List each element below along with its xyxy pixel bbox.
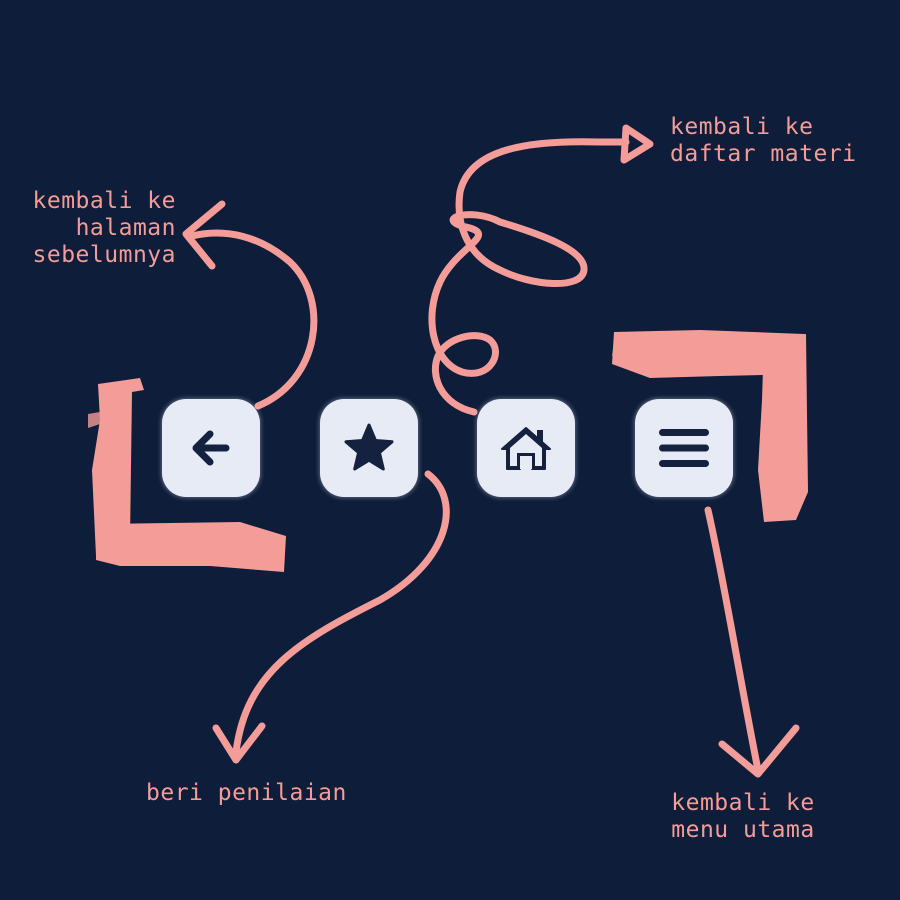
annotation-line: halaman	[75, 215, 176, 241]
rate-button[interactable]	[320, 399, 418, 497]
back-button-annotation: kembali ke halaman sebelumnya	[6, 188, 176, 269]
arrow-left-icon	[192, 430, 230, 466]
menu-button-annotation: kembali ke menu utama	[648, 790, 838, 844]
rate-button-annotation: beri penilaian	[146, 780, 347, 807]
brush-stroke-right-texture	[612, 340, 632, 356]
brush-stroke-left-texture	[88, 412, 100, 428]
annotation-line: beri penilaian	[146, 780, 347, 806]
arrow-back-to-note	[188, 229, 318, 410]
annotation-line: kembali ke	[32, 188, 176, 214]
home-icon	[501, 427, 551, 470]
arrow-home-to-note	[428, 138, 630, 416]
brush-stroke-left-vertical	[92, 378, 144, 556]
annotation-line: menu utama	[671, 817, 815, 843]
arrow-home-head	[620, 124, 654, 164]
arrow-menu-head	[718, 724, 800, 778]
star-icon	[344, 423, 394, 471]
arrow-back-head	[182, 200, 226, 270]
annotation-line: sebelumnya	[32, 242, 176, 268]
arrow-star-to-note	[232, 470, 450, 756]
home-button[interactable]	[477, 399, 575, 497]
home-button-annotation: kembali ke daftar materi	[670, 114, 857, 168]
annotation-line: daftar materi	[670, 141, 857, 167]
back-button[interactable]	[162, 399, 260, 497]
arrow-star-head	[212, 722, 266, 764]
hamburger-menu-icon	[659, 429, 709, 467]
annotation-line: kembali ke	[671, 790, 815, 816]
arrow-menu-to-note	[704, 506, 762, 774]
brush-stroke-right-horizontal	[612, 330, 806, 378]
brush-stroke-left-horizontal	[96, 522, 286, 572]
main-menu-button[interactable]	[635, 399, 733, 497]
brush-stroke-right-vertical	[758, 334, 808, 522]
annotation-line: kembali ke	[670, 114, 814, 140]
